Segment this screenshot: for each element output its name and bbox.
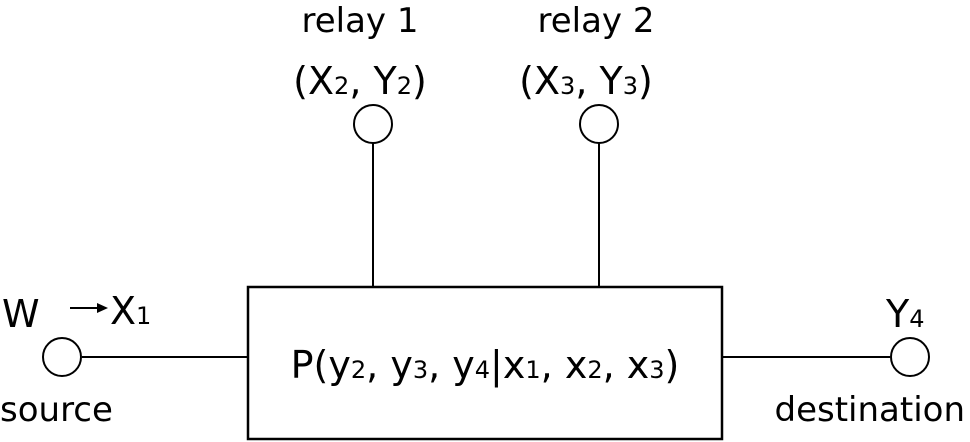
relay-1-title: relay 1 (302, 1, 419, 41)
source-label: source (0, 390, 113, 430)
relay-2-node (579, 104, 619, 144)
destination-output-label: Y4 (885, 292, 925, 336)
destination-label: destination (774, 390, 965, 430)
relay-1-node (353, 104, 393, 144)
relay-1-signals: (X2, Y2) (293, 59, 427, 103)
destination-node (890, 337, 930, 377)
channel-box (246, 285, 724, 441)
channel-expression: P(y2, y3, y4|x1, x2, x3) (291, 343, 680, 388)
message-label: W (2, 292, 40, 336)
source-node (42, 337, 82, 377)
relay-2-title: relay 2 (538, 1, 655, 41)
arrow-head-icon (97, 303, 108, 313)
source-input-label: X1 (110, 289, 151, 333)
relay-2-signals: (X3, Y3) (519, 59, 653, 103)
